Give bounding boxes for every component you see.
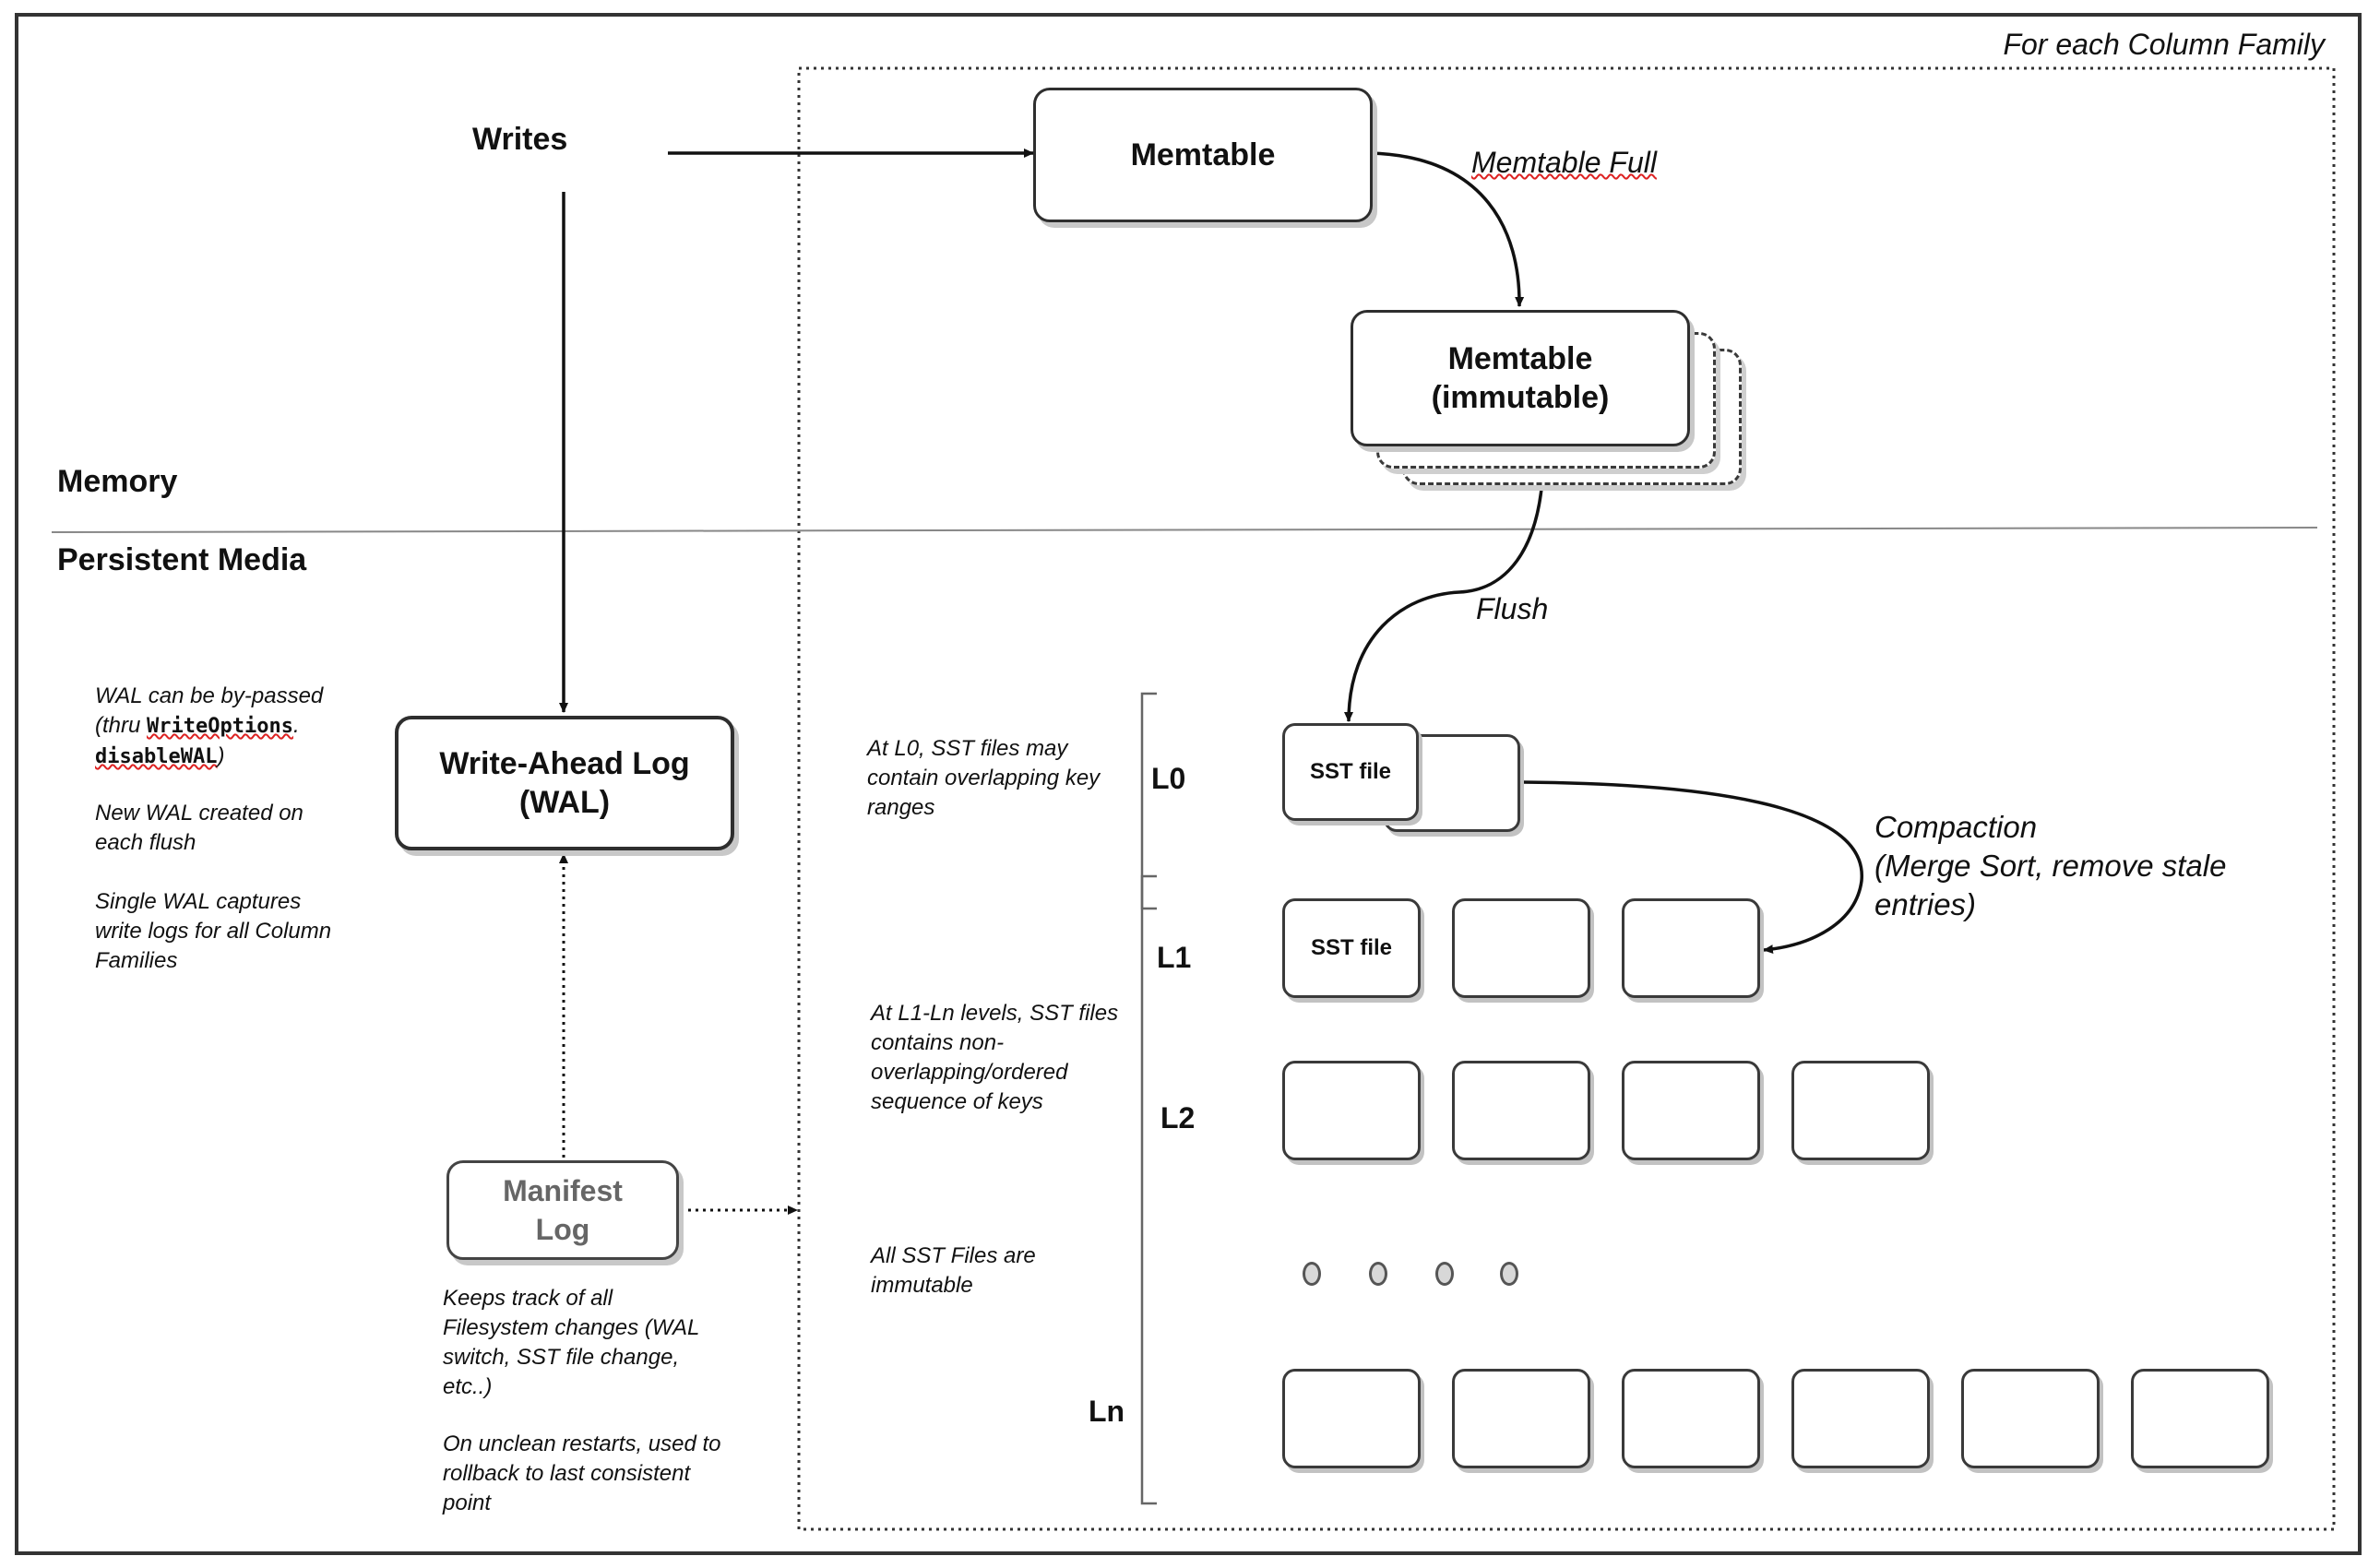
l1-ln-bracket bbox=[1140, 874, 1157, 1505]
l2-sst-file-2 bbox=[1452, 1061, 1590, 1160]
wal-new-per-flush-note: New WAL created on each flush bbox=[95, 801, 303, 855]
ellipsis-dot-3 bbox=[1435, 1262, 1454, 1286]
diagram-frame bbox=[15, 13, 2362, 1555]
wal-single-note: Single WAL captures write logs for all C… bbox=[95, 889, 332, 973]
l0-note: At L0, SST files may contain overlapping… bbox=[867, 736, 1101, 820]
scope-label: For each Column Family bbox=[2003, 28, 2325, 61]
l2-sst-file-4 bbox=[1791, 1061, 1930, 1160]
manifest-log-label: Manifest Log bbox=[503, 1174, 623, 1246]
ln-sst-file-2 bbox=[1452, 1369, 1590, 1468]
memtable-box: Memtable bbox=[1033, 88, 1373, 222]
persistent-media-zone-label: Persistent Media bbox=[57, 542, 307, 577]
compaction-label: Compaction (Merge Sort, remove stale ent… bbox=[1874, 810, 2227, 921]
compaction-arrow bbox=[1521, 780, 1863, 955]
writes-label: Writes bbox=[472, 122, 568, 157]
ln-sst-file-1 bbox=[1282, 1369, 1421, 1468]
memtable-label: Memtable bbox=[1130, 137, 1276, 172]
l1-sst-file-2 bbox=[1452, 898, 1590, 998]
l1-ln-note: At L1-Ln levels, SST files contains non-… bbox=[871, 1001, 1119, 1114]
ellipsis-dot-2 bbox=[1369, 1262, 1387, 1286]
memory-zone-label: Memory bbox=[57, 464, 178, 499]
ln-sst-file-3 bbox=[1622, 1369, 1760, 1468]
memtable-full-label: Memtable Full bbox=[1471, 146, 1657, 179]
immutable-memtable-box: Memtable (immutable) bbox=[1351, 310, 1690, 446]
flush-arrow bbox=[1344, 462, 1545, 722]
wal-label: Write-Ahead Log (WAL) bbox=[439, 746, 690, 820]
memory-divider bbox=[51, 527, 2318, 533]
l2-sst-file-1 bbox=[1282, 1061, 1421, 1160]
sst-file-label: SST file bbox=[1310, 935, 1393, 960]
level-l1-label: L1 bbox=[1157, 941, 1192, 974]
l1-sst-file-3 bbox=[1622, 898, 1760, 998]
l0-sst-file: SST file bbox=[1282, 723, 1419, 821]
l0-bracket bbox=[1140, 692, 1157, 910]
sst-file-label: SST file bbox=[1309, 759, 1392, 784]
level-ln-label: Ln bbox=[1089, 1395, 1125, 1428]
manifest-log-box: Manifest Log bbox=[446, 1160, 679, 1260]
wal-bypass-note: WAL can be by-passed (thru WriteOptions.… bbox=[95, 683, 324, 768]
manifest-tracks-note: Keeps track of all Filesystem changes (W… bbox=[443, 1286, 700, 1399]
level-l2-label: L2 bbox=[1160, 1101, 1196, 1134]
ellipsis-dot-1 bbox=[1303, 1262, 1321, 1286]
ellipsis-dot-4 bbox=[1500, 1262, 1518, 1286]
column-family-scope bbox=[797, 66, 2336, 1531]
manifest-restarts-note: On unclean restarts, used to rollback to… bbox=[443, 1431, 721, 1515]
ln-sst-file-5 bbox=[1961, 1369, 2100, 1468]
ln-sst-file-4 bbox=[1791, 1369, 1930, 1468]
wal-box: Write-Ahead Log (WAL) bbox=[395, 716, 734, 850]
l1-sst-file-1: SST file bbox=[1282, 898, 1421, 998]
level-l0-label: L0 bbox=[1151, 762, 1186, 795]
ln-sst-file-6 bbox=[2131, 1369, 2269, 1468]
flush-label: Flush bbox=[1476, 592, 1549, 625]
immutable-sst-note: All SST Files are immutable bbox=[871, 1243, 1036, 1298]
memtable-full-arrow bbox=[1370, 151, 1525, 307]
l2-sst-file-3 bbox=[1622, 1061, 1760, 1160]
immutable-memtable-label: Memtable (immutable) bbox=[1431, 341, 1610, 415]
